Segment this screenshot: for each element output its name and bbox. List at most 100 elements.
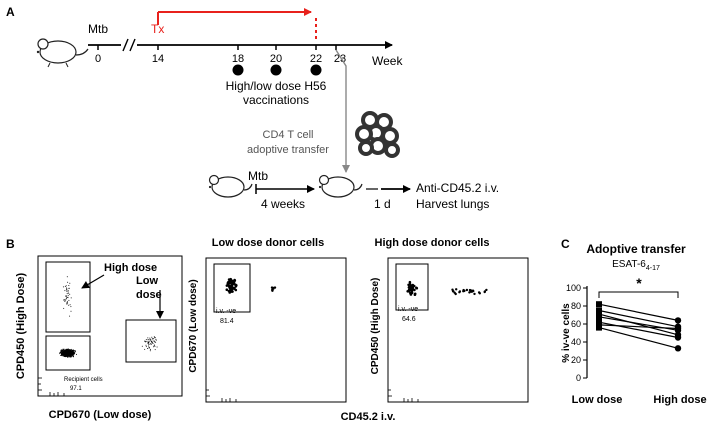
flow-event bbox=[65, 353, 68, 355]
flow-plot-2-events bbox=[225, 277, 277, 294]
flow-event bbox=[151, 336, 153, 338]
flow-event bbox=[458, 290, 462, 293]
flow-event bbox=[150, 348, 151, 350]
recipient-label: Recipient cells bbox=[64, 377, 103, 383]
y-tick-label: 0 bbox=[576, 373, 581, 383]
flow-event bbox=[483, 290, 487, 293]
flow-event bbox=[151, 341, 153, 342]
y-tick-label: 100 bbox=[566, 283, 581, 293]
flow-event bbox=[72, 353, 74, 355]
flow-event bbox=[228, 285, 231, 289]
flow-event bbox=[67, 290, 69, 291]
flow-event bbox=[64, 290, 66, 292]
flow-event bbox=[226, 281, 230, 285]
flow-event bbox=[471, 289, 475, 292]
flow-event bbox=[70, 353, 72, 355]
flow-plot-2-y-label: CPD670 (Low dose) bbox=[188, 279, 199, 372]
tick-label-week-20: 20 bbox=[270, 53, 282, 65]
flow-event bbox=[64, 300, 66, 302]
flow-plot-1: High dose Recipient cells 97.1 Low dose … bbox=[15, 255, 183, 421]
flow-event bbox=[65, 348, 67, 350]
flow-event bbox=[154, 349, 156, 351]
flow-event bbox=[147, 348, 148, 349]
flow-event bbox=[225, 288, 229, 292]
flow-event bbox=[141, 345, 143, 347]
flow-event bbox=[148, 345, 149, 347]
flow-event bbox=[63, 348, 65, 350]
flow-event bbox=[152, 343, 154, 344]
flow-event bbox=[149, 339, 151, 341]
flow-event bbox=[144, 340, 146, 342]
flow-event bbox=[413, 292, 417, 296]
flow-event bbox=[67, 297, 69, 299]
flow-event bbox=[147, 339, 149, 341]
shared-x-axis-label: CD45.2 i.v. bbox=[341, 411, 396, 423]
flow-plot-2-ticks bbox=[206, 389, 237, 402]
flow-event bbox=[412, 284, 416, 288]
flow-event bbox=[451, 290, 455, 293]
tick-label-week-0: 0 bbox=[95, 53, 101, 65]
tick-label-week-22: 22 bbox=[310, 53, 322, 65]
flow-event bbox=[70, 351, 72, 353]
recipient-mouse-icon-2 bbox=[318, 174, 363, 198]
flow-event bbox=[66, 355, 68, 357]
flow-event bbox=[149, 350, 151, 352]
flow-event bbox=[66, 298, 67, 300]
flow-event bbox=[150, 338, 152, 340]
flow-event bbox=[148, 344, 150, 345]
gate-high-dose-label: High dose bbox=[104, 262, 157, 274]
flow-event bbox=[59, 353, 61, 355]
flow-event bbox=[65, 300, 67, 302]
tick-label-week-18: 18 bbox=[232, 53, 244, 65]
flow-event bbox=[62, 348, 64, 350]
flow-event bbox=[63, 307, 65, 309]
panel-c-subtitle: ESAT-64-17 bbox=[612, 259, 660, 272]
flow-plot-2-gate-value: 81.4 bbox=[220, 318, 234, 325]
flow-event bbox=[150, 343, 152, 345]
flow-event bbox=[64, 350, 66, 352]
cell-cluster-icon bbox=[355, 111, 400, 158]
flow-event bbox=[69, 282, 71, 284]
flow-event bbox=[67, 352, 69, 354]
flow-event bbox=[407, 286, 411, 289]
flow-event bbox=[152, 340, 154, 342]
flow-event bbox=[272, 286, 275, 290]
delay-label: 1 d bbox=[374, 197, 391, 211]
flow-event bbox=[152, 338, 154, 340]
panel-b: B High dose Recipient cells 97.1 Low do bbox=[6, 237, 529, 423]
flow-event bbox=[233, 279, 237, 282]
flow-event bbox=[155, 338, 157, 340]
flow-event bbox=[468, 291, 471, 294]
vaccination-label-line2: vaccinations bbox=[243, 93, 309, 107]
flow-plot-1-recipient-events bbox=[59, 348, 78, 358]
high-dose-point bbox=[674, 325, 682, 332]
transfer-label-line1: CD4 T cell bbox=[263, 129, 314, 141]
high-dose-point bbox=[674, 345, 682, 352]
low-dose-point bbox=[596, 313, 602, 320]
flow-event bbox=[156, 346, 158, 348]
flow-event bbox=[68, 304, 70, 306]
panel-a-label: A bbox=[6, 5, 15, 19]
y-tick-label: 40 bbox=[571, 337, 581, 347]
flow-event bbox=[64, 351, 66, 353]
high-dose-point bbox=[674, 317, 682, 324]
gate-recipient: Recipient cells 97.1 bbox=[45, 335, 103, 392]
significance-bracket bbox=[598, 291, 679, 298]
panel-c-title: Adoptive transfer bbox=[586, 242, 686, 256]
flow-plot-3-title: High dose donor cells bbox=[375, 237, 490, 249]
x-category-label: Low dose bbox=[572, 394, 623, 406]
flow-event bbox=[68, 285, 70, 286]
flow-event bbox=[485, 288, 488, 292]
significance-marker: * bbox=[636, 275, 642, 291]
flow-event bbox=[68, 349, 70, 351]
treatment-arrow bbox=[157, 8, 317, 42]
flow-event bbox=[60, 354, 63, 356]
recipient-value: 97.1 bbox=[70, 386, 82, 392]
timeline-tick-labels: 0 14 18 20 22 23 bbox=[95, 53, 346, 65]
flow-event bbox=[72, 355, 74, 357]
vaccination-label-line1: High/low dose H56 bbox=[226, 79, 327, 93]
flow-event bbox=[148, 339, 150, 341]
flow-event bbox=[68, 288, 70, 290]
